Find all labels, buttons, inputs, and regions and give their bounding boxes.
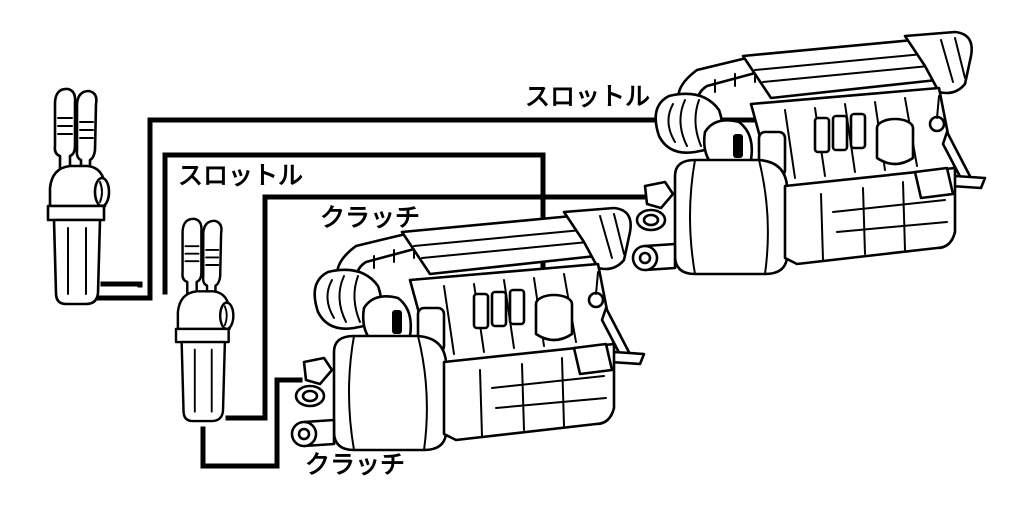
remote-control-lever-lower [174,217,235,423]
label-clutch-upper: クラッチ [320,203,420,232]
label-clutch-lower: クラッチ [305,450,405,479]
cable-clutch-upper-run [225,194,656,421]
control-cables [72,117,908,469]
remote-control-lever-upper [46,87,111,306]
cable-throttle-upper [72,117,908,301]
engine-starboard [631,30,987,276]
engine-port [290,206,646,452]
cable-clutch-lower [200,377,303,469]
label-throttle-upper: スロットル [525,82,650,111]
cable-clutch-upper [100,281,143,288]
label-throttle-lower: スロットル [178,161,303,190]
